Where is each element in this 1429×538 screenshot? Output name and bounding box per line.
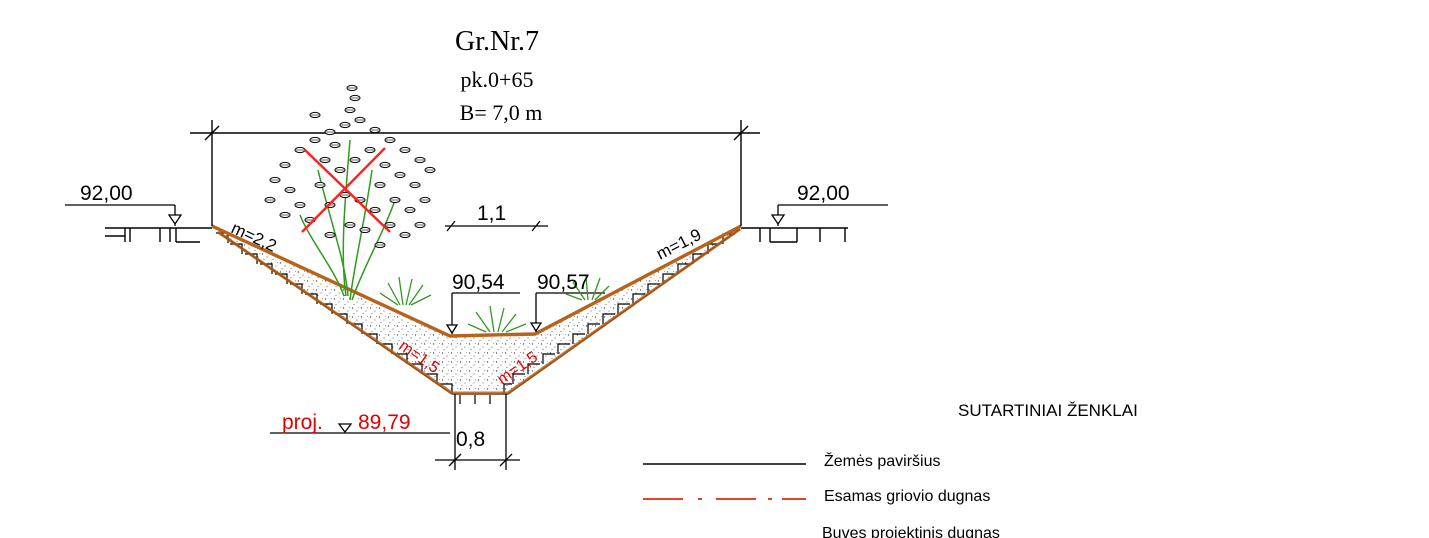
offset-label: 1,1 (477, 202, 506, 225)
legend-label-design: Buvęs projektinis dugnas (822, 525, 1000, 538)
bottom-hatching (459, 395, 491, 404)
level-triangle-icon (445, 292, 520, 335)
tree-foliage (264, 84, 436, 249)
legend-label-existing: Esamas griovio dugnas (824, 488, 990, 505)
legend-label-ground: Žemės paviršius (824, 451, 940, 470)
existing-bottom-line (211, 224, 742, 338)
level-left-top: 92,00 (80, 182, 133, 205)
level-right-top: 92,00 (797, 182, 850, 205)
width-label: B= 7,0 m (460, 100, 543, 125)
bottom-width-label: 0,8 (456, 428, 485, 451)
level-bottom-left: 90,54 (452, 271, 505, 294)
section-title: Gr.Nr.7 (455, 26, 539, 57)
level-triangle-icon (770, 204, 888, 226)
grass-icon (467, 305, 527, 333)
level-triangle-icon (65, 204, 183, 226)
top-width-dimension (190, 120, 760, 226)
level-triangle-icon (529, 292, 605, 333)
offset-dimension (445, 220, 548, 232)
sediment-fill (212, 226, 741, 392)
design-bottom-brown (217, 227, 741, 395)
tree-icon (299, 139, 396, 301)
level-bottom-right: 90,57 (537, 271, 590, 294)
proj-level: 89,79 (358, 411, 411, 434)
picket-label: pk.0+65 (461, 67, 534, 92)
bottom-width-dimension (435, 394, 520, 470)
grass-icon (379, 276, 432, 306)
ground-surface-left (105, 227, 212, 243)
cross-out-icon (301, 147, 391, 233)
grass-icon (565, 275, 610, 301)
proj-prefix: proj. (282, 411, 323, 434)
ground-surface-right (741, 227, 848, 243)
legend-title: SUTARTINIAI ŽENKLAI (958, 401, 1138, 420)
level-triangle-icon (270, 423, 450, 434)
